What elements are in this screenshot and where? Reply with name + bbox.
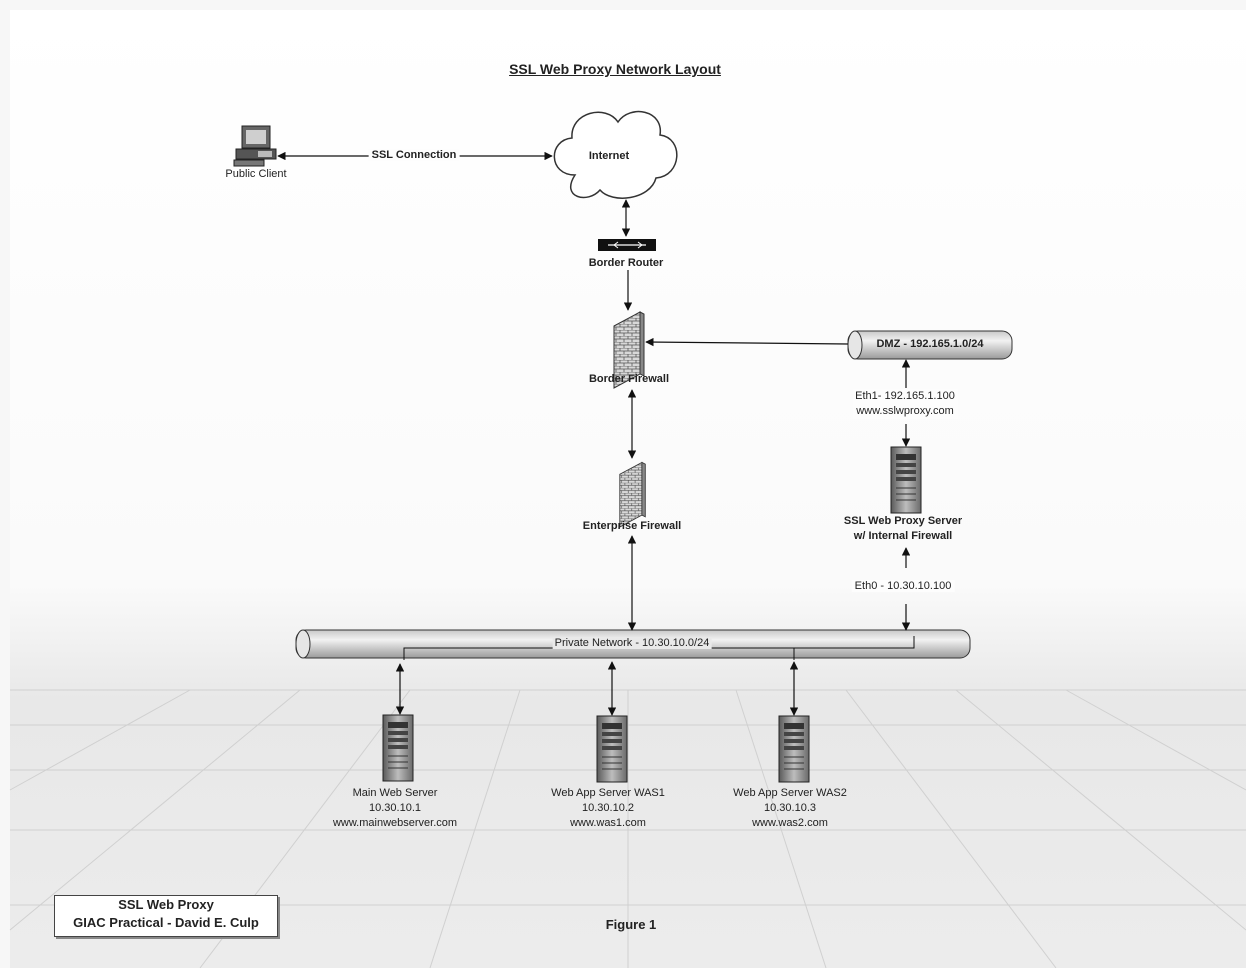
ssl-proxy-line1: SSL Web Proxy Server [843, 515, 963, 527]
figure-caption: Figure 1 [605, 917, 657, 932]
eth1-host: www.sslwproxy.com [856, 405, 954, 417]
ssl-connection-label: SSL Connection [368, 149, 460, 161]
was1-label: Web App Server WAS1 10.30.10.2 www.was1.… [551, 786, 665, 831]
eth1-label: Eth1- 192.165.1.100 www.sslwproxy.com [852, 389, 958, 419]
ssl-proxy-server-icon [890, 446, 922, 514]
ssl-proxy-line2: w/ Internal Firewall [853, 530, 953, 542]
main-web-host: www.mainwebserver.com [332, 817, 458, 829]
was2-ip: 10.30.10.3 [764, 802, 816, 814]
title-block-line1: SSL Web Proxy [118, 897, 214, 912]
title-block-line2: GIAC Practical - David E. Culp [73, 915, 259, 930]
internet-label: Internet [588, 150, 630, 162]
dmz-label: DMZ - 192.165.1.0/24 [876, 338, 984, 350]
ssl-proxy-label: SSL Web Proxy Server w/ Internal Firewal… [844, 514, 962, 544]
was2-host: www.was2.com [752, 817, 828, 829]
dmz-segment [847, 330, 1013, 360]
main-web-server-label: Main Web Server 10.30.10.1 www.mainwebse… [333, 786, 457, 831]
diagram-title: SSL Web Proxy Network Layout [509, 61, 721, 77]
title-block: SSL Web Proxy GIAC Practical - David E. … [54, 895, 278, 937]
eth0-label: Eth0 - 10.30.10.100 [851, 580, 955, 592]
public-client-label: Public Client [225, 168, 287, 180]
router-icon [598, 239, 656, 251]
computer-icon [233, 125, 277, 167]
was1-server-icon [596, 715, 628, 783]
was2-server-icon [778, 715, 810, 783]
internet-cloud-icon [553, 110, 678, 199]
dmz-firewall-link [645, 337, 849, 347]
floor-grid [9, 689, 1246, 968]
main-web-ip: 10.30.10.1 [369, 802, 421, 814]
was2-label: Web App Server WAS2 10.30.10.3 www.was2.… [733, 786, 847, 831]
border-router-label: Border Router [588, 257, 664, 269]
eth1-ip: Eth1- 192.165.1.100 [855, 390, 955, 402]
enterprise-firewall-label: Enterprise Firewall [582, 520, 682, 532]
was2-name: Web App Server WAS2 [733, 787, 847, 799]
main-web-name: Main Web Server [352, 787, 438, 799]
enterprise-firewall-icon [619, 461, 646, 528]
was1-name: Web App Server WAS1 [551, 787, 665, 799]
was1-host: www.was1.com [570, 817, 646, 829]
private-network-label: Private Network - 10.30.10.0/24 [552, 637, 712, 649]
was1-ip: 10.30.10.2 [582, 802, 634, 814]
border-firewall-label: Border Firewall [588, 373, 670, 385]
main-web-server-icon [382, 714, 414, 782]
